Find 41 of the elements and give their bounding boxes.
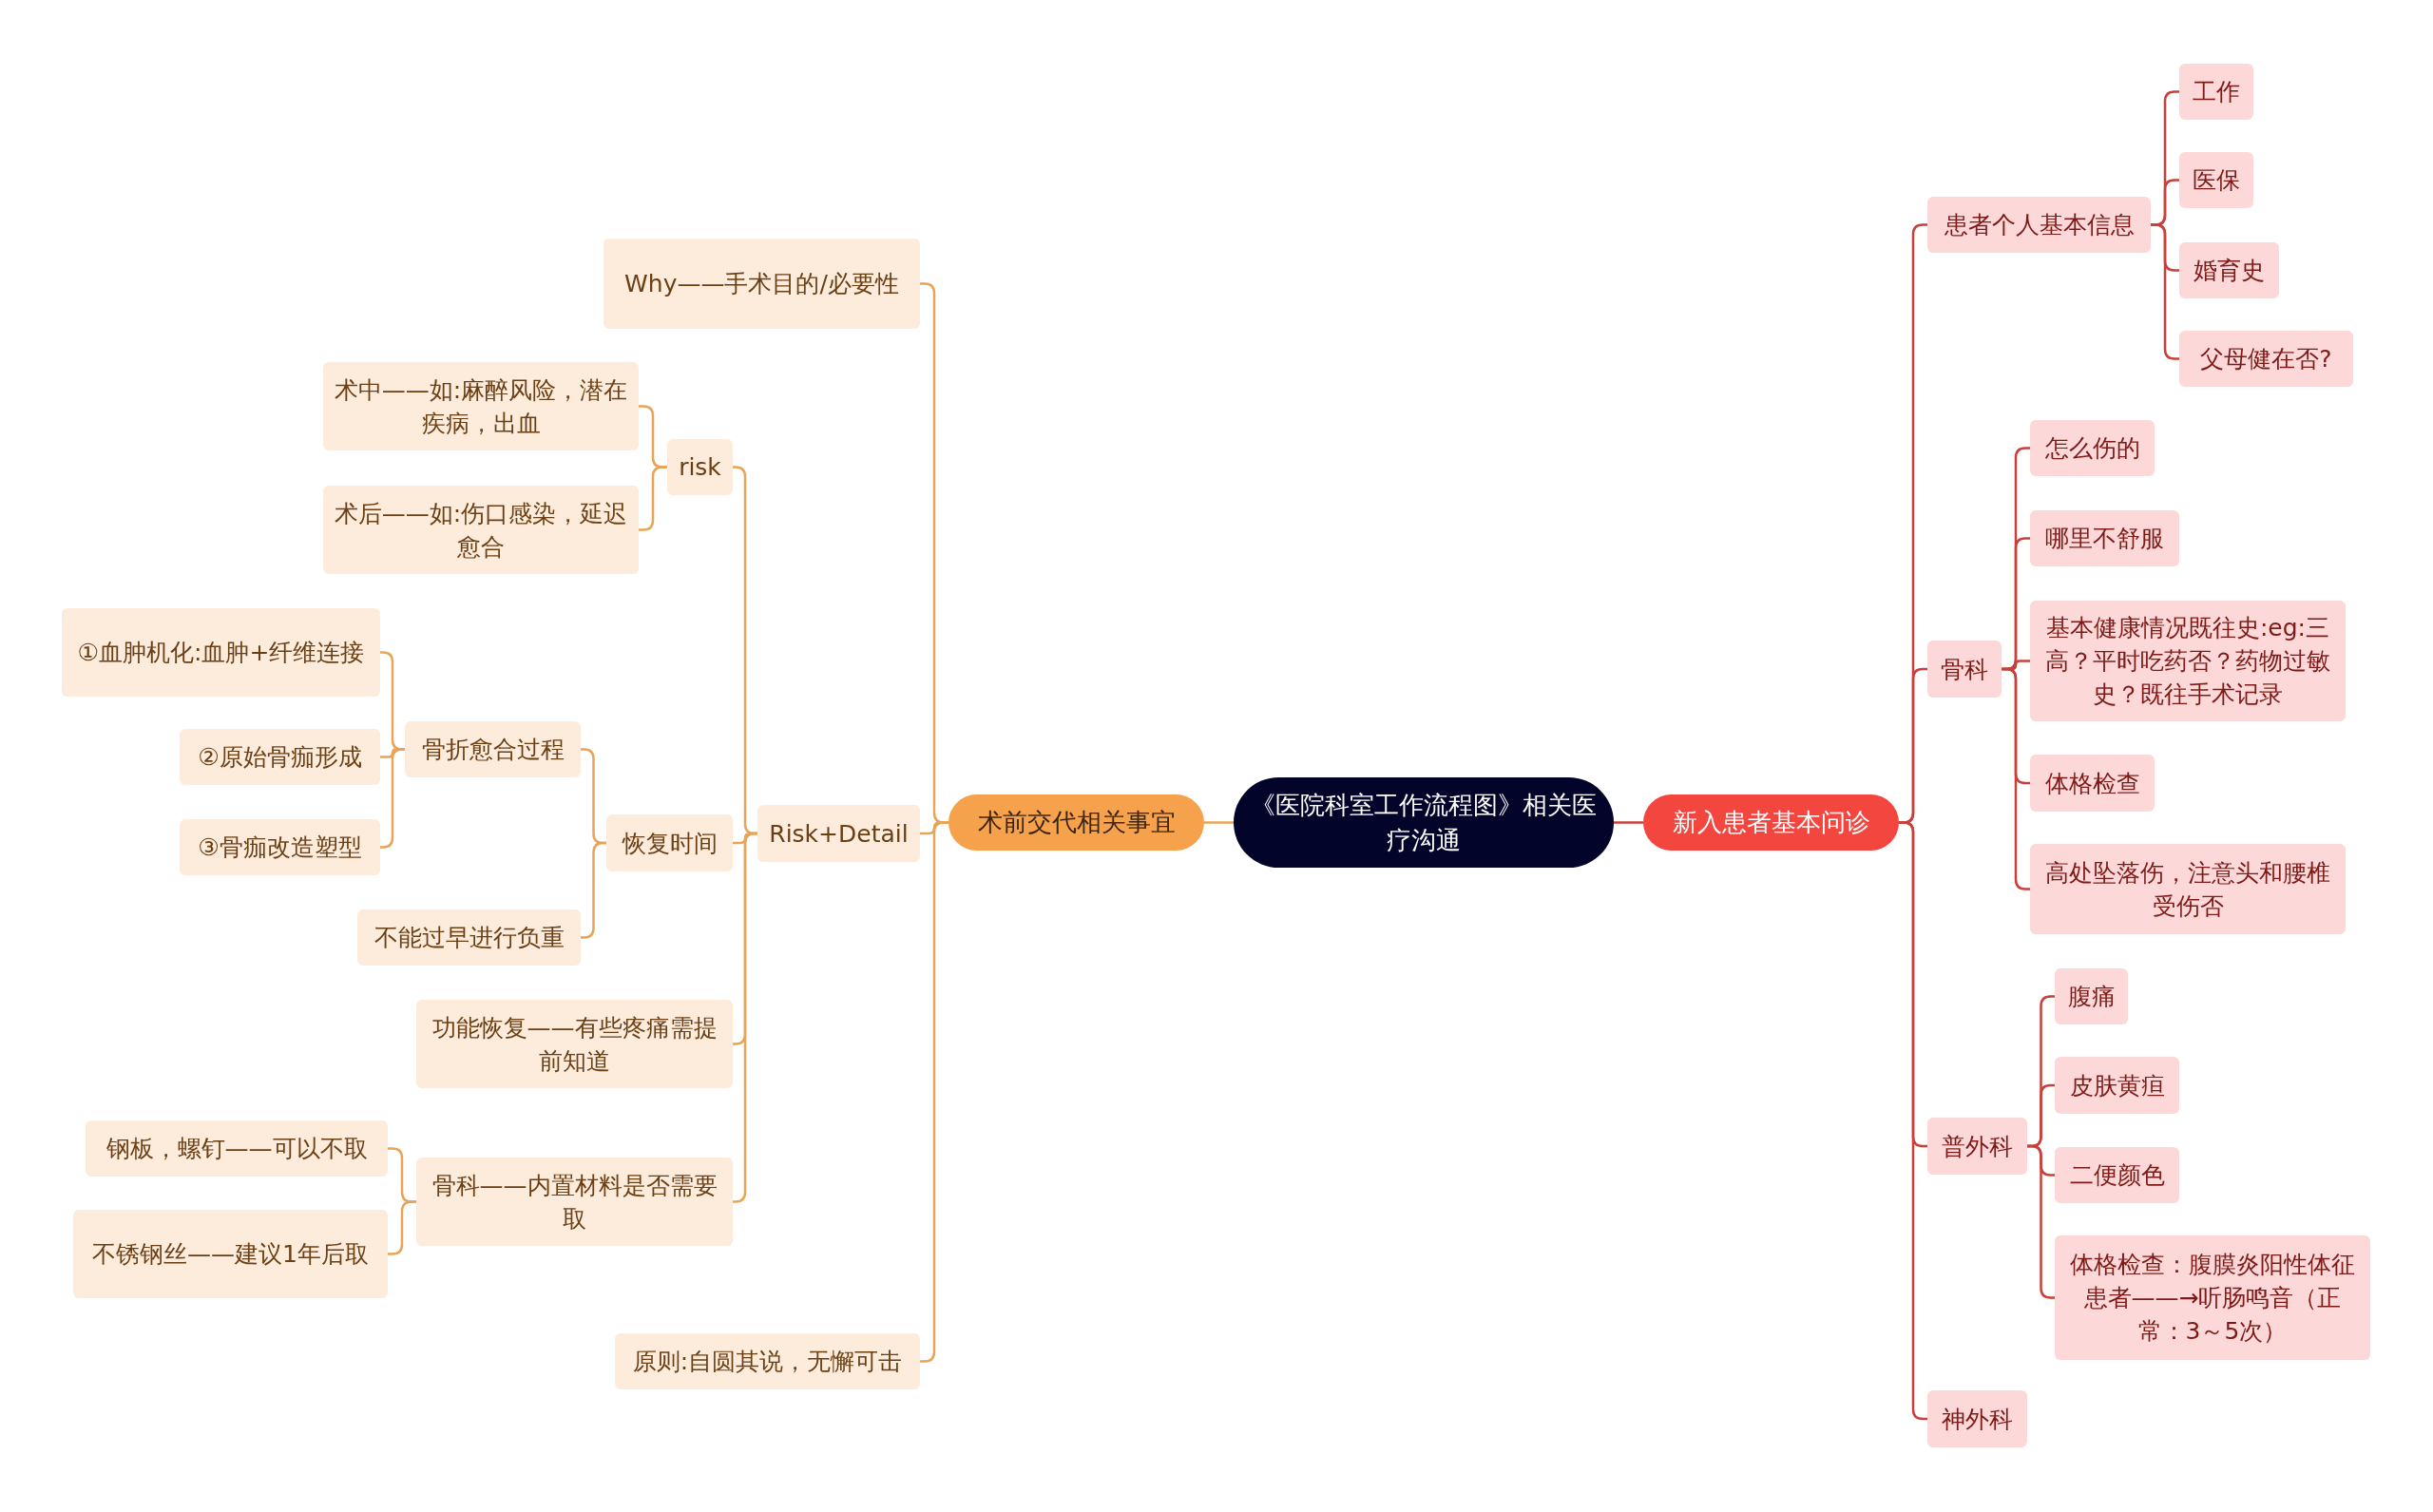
main-topic: 术前交代相关事宜 — [948, 794, 1204, 851]
subtopic: Risk+Detail — [757, 805, 920, 862]
subtopic: 钢板，螺钉——可以不取 — [86, 1120, 388, 1177]
subtopic: 怎么伤的 — [2030, 420, 2155, 476]
subtopic: 体格检查 — [2030, 755, 2155, 812]
subtopic: 不锈钢丝——建议1年后取 — [73, 1210, 388, 1298]
subtopic: ②原始骨痂形成 — [180, 729, 380, 785]
subtopic: 神外科 — [1927, 1390, 2027, 1447]
subtopic: risk — [667, 439, 733, 495]
subtopic: 工作 — [2179, 64, 2253, 120]
connector-line — [388, 1200, 416, 1255]
subtopic: 基本健康情况既往史:eg:三高？平时吃药否？药物过敏史？既往手术记录 — [2030, 601, 2346, 721]
subtopic: 骨科——内置材料是否需要取 — [416, 1158, 733, 1246]
connector-line — [733, 832, 757, 1203]
subtopic: 皮肤黄疸 — [2055, 1057, 2179, 1114]
subtopic: 功能恢复——有些疼痛需提前知道 — [416, 1000, 733, 1088]
subtopic: 医保 — [2179, 152, 2253, 208]
subtopic: 父母健在否? — [2179, 331, 2353, 387]
subtopic: ③骨痂改造塑型 — [180, 819, 380, 875]
connector-line — [380, 748, 405, 849]
subtopic: 骨科 — [1927, 641, 2002, 698]
subtopic: Why——手术目的/必要性 — [603, 239, 920, 329]
subtopic: 术后——如:伤口感染，延迟愈合 — [323, 486, 639, 574]
subtopic: ①血肿机化:血肿+纤维连接 — [62, 608, 380, 697]
central-topic: 《医院科室工作流程图》相关医疗沟通 — [1234, 777, 1614, 868]
main-topic: 新入患者基本问诊 — [1643, 794, 1899, 851]
connector-line — [1204, 821, 1234, 824]
subtopic: 恢复时间 — [606, 814, 733, 871]
connector-line — [1614, 821, 1643, 824]
subtopic: 患者个人基本信息 — [1927, 197, 2151, 253]
subtopic: 骨折愈合过程 — [405, 721, 581, 777]
subtopic: 体格检查：腹膜炎阳性体征患者——→听肠鸣音（正常：3～5次） — [2055, 1235, 2370, 1360]
subtopic: 婚育史 — [2179, 242, 2279, 298]
subtopic: 二便颜色 — [2055, 1147, 2179, 1203]
subtopic: 高处坠落伤，注意头和腰椎受伤否 — [2030, 844, 2346, 934]
subtopic: 不能过早进行负重 — [357, 909, 581, 966]
subtopic: 原则:自圆其说，无懈可击 — [615, 1333, 920, 1389]
subtopic: 腹痛 — [2055, 968, 2128, 1024]
subtopic: 普外科 — [1927, 1118, 2027, 1175]
subtopic: 术中——如:麻醉风险，潜在疾病，出血 — [323, 362, 639, 450]
subtopic: 哪里不舒服 — [2030, 510, 2179, 566]
